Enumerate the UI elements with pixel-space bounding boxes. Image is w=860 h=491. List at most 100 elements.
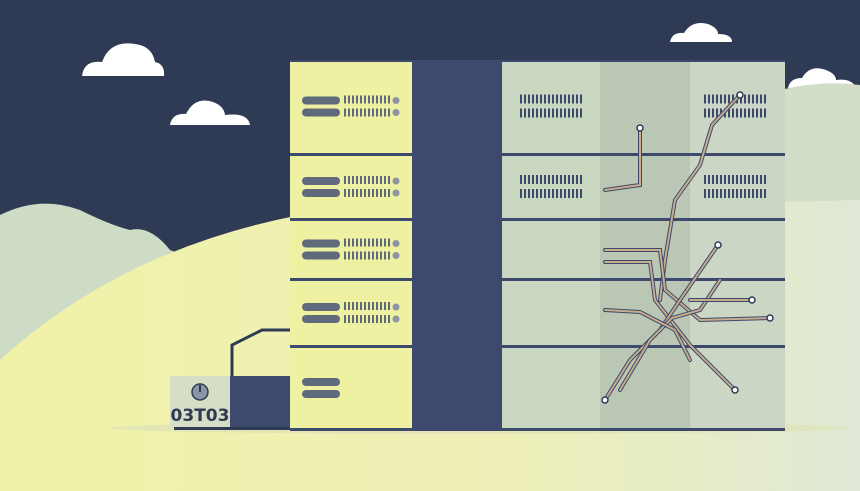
grille-slot — [544, 108, 546, 118]
vent-slot — [368, 189, 370, 197]
vent-slot — [356, 315, 358, 323]
vent-slot — [364, 189, 366, 197]
box-label: 03T03 — [171, 406, 230, 426]
cloud — [82, 43, 165, 76]
vent-slot — [360, 238, 362, 247]
grille-slot — [744, 94, 746, 104]
grille-slot — [560, 108, 562, 118]
grille-slot — [728, 108, 730, 118]
grille-slot — [720, 189, 722, 198]
grille-slot — [552, 175, 554, 184]
grille-slot — [736, 108, 738, 118]
vent-slot — [380, 95, 382, 104]
grille-slot — [752, 175, 754, 184]
vent-slot — [360, 108, 362, 117]
grille-slot — [740, 94, 742, 104]
vent-slot — [368, 108, 370, 117]
grille-slot — [708, 175, 710, 184]
vent-slot — [352, 95, 354, 104]
grille-slot — [536, 175, 538, 184]
rack-panel — [502, 156, 600, 218]
cable-connector — [748, 296, 756, 304]
rack-divider — [290, 153, 785, 156]
vent-slot — [388, 108, 390, 117]
vent-slot — [372, 251, 374, 260]
grille-slot — [520, 108, 522, 118]
grille-slot — [744, 189, 746, 198]
grille-slot — [552, 94, 554, 104]
drive-slot — [302, 177, 340, 185]
clouds — [82, 23, 856, 125]
status-led — [392, 177, 400, 185]
grille-slot — [732, 175, 734, 184]
vent-slot — [384, 95, 386, 104]
cables — [601, 91, 774, 404]
vent-slot — [368, 251, 370, 260]
rack-panel — [690, 221, 785, 278]
grille-slot — [748, 108, 750, 118]
rack-panel — [412, 348, 502, 428]
grille-slot — [540, 189, 542, 198]
rack-divider — [290, 345, 785, 348]
vent-slot — [380, 108, 382, 117]
grille-slot — [524, 175, 526, 184]
grille-slot — [580, 108, 582, 118]
grille-slot — [528, 175, 530, 184]
vent-slot — [352, 302, 354, 310]
drive-slot — [302, 251, 340, 260]
cable-connector — [731, 386, 739, 394]
vent-slot — [344, 302, 346, 310]
vent-slot — [348, 315, 350, 323]
vent-slot — [384, 315, 386, 323]
grille-slot — [568, 175, 570, 184]
cloud — [788, 68, 856, 88]
rack-panel — [600, 60, 690, 153]
grille-slot — [580, 189, 582, 198]
vent-slot — [384, 189, 386, 197]
vent-slot — [368, 238, 370, 247]
vent-slot — [348, 108, 350, 117]
grille-slot — [532, 175, 534, 184]
vent-slot — [352, 189, 354, 197]
vent-slot — [372, 95, 374, 104]
grille-slot — [536, 189, 538, 198]
grille-slot — [532, 94, 534, 104]
vent-slot — [352, 251, 354, 260]
grille-slot — [524, 189, 526, 198]
grille-slot — [552, 108, 554, 118]
rack-panel — [690, 60, 785, 153]
grille-slot — [540, 94, 542, 104]
grille-slot — [532, 108, 534, 118]
vent-slot — [384, 251, 386, 260]
vent-slot — [388, 95, 390, 104]
rack-divider — [290, 428, 785, 431]
vent-slot — [376, 176, 378, 184]
grille-slot — [704, 94, 706, 104]
grille-slot — [524, 94, 526, 104]
grille-slot — [740, 108, 742, 118]
rack-panel — [502, 281, 600, 345]
vent-slot — [388, 251, 390, 260]
grille-slot — [748, 175, 750, 184]
vent-slot — [360, 189, 362, 197]
grille-slot — [712, 108, 714, 118]
vent-slot — [384, 302, 386, 310]
vent-slot — [376, 95, 378, 104]
rack-panel — [290, 156, 412, 218]
vent-slot — [360, 315, 362, 323]
vent-slot — [348, 302, 350, 310]
vent-slot — [348, 176, 350, 184]
cable — [659, 94, 741, 301]
vent-slot — [388, 238, 390, 247]
grille-slot — [520, 175, 522, 184]
vent-slot — [380, 315, 382, 323]
vent-slot — [376, 251, 378, 260]
vent-slot — [344, 108, 346, 117]
grille-slot — [704, 175, 706, 184]
grille-slot — [732, 189, 734, 198]
grille-slot — [724, 94, 726, 104]
grille-slot — [520, 189, 522, 198]
grille-slot — [748, 94, 750, 104]
grille-slot — [708, 189, 710, 198]
rack-divider — [290, 278, 785, 281]
